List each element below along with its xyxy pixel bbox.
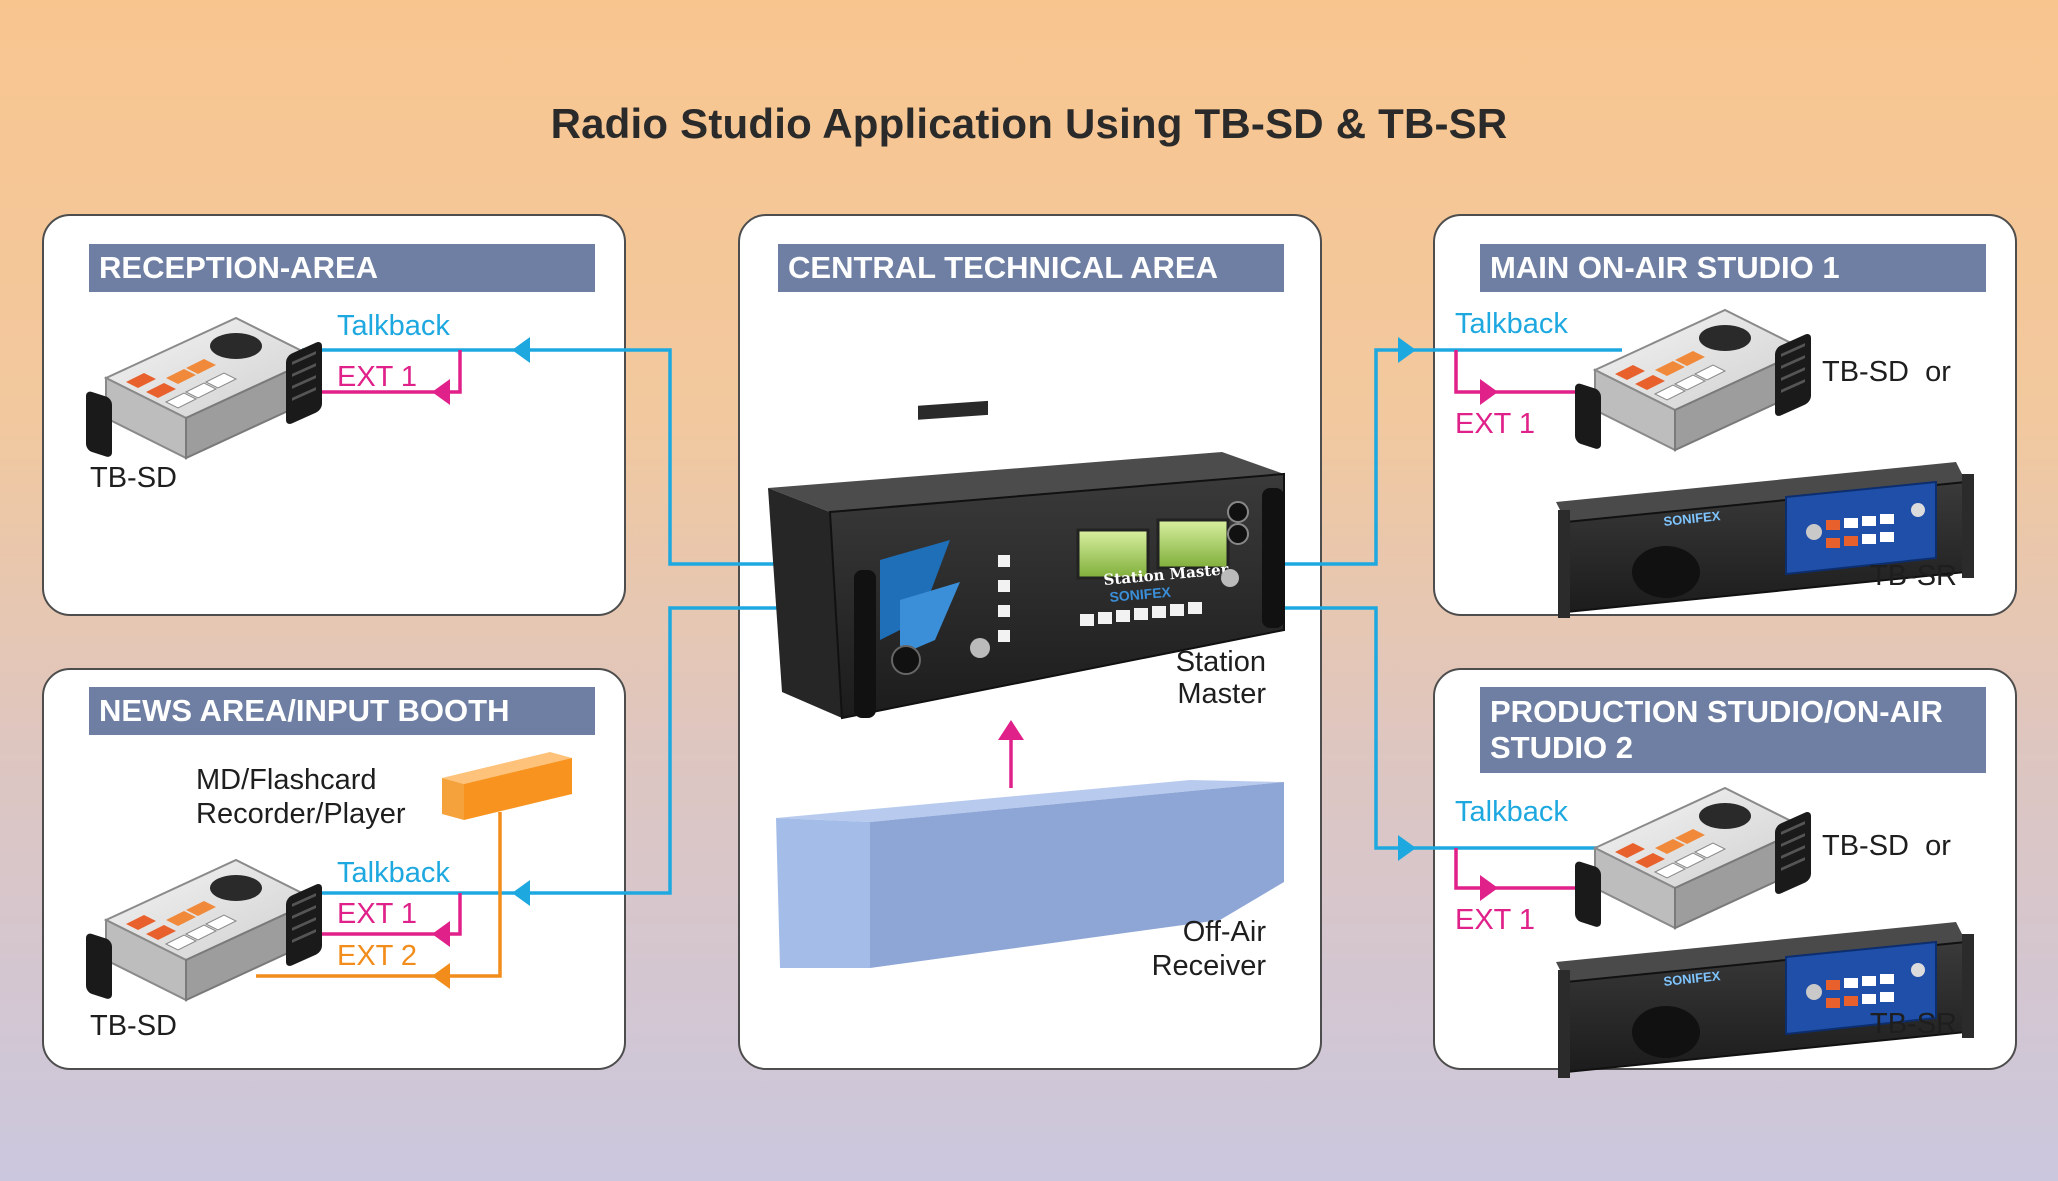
studio2-tbsd-device (1573, 786, 1813, 930)
studio1-tbsr-label: TB-SR (1870, 560, 1957, 592)
studio2-tbsr-brand: SONIFEX (1663, 968, 1722, 989)
studio1-tbsd-device (1573, 308, 1813, 452)
news-ext2-label: EXT 2 (337, 940, 418, 972)
studio2-tbsr-label: TB-SR (1870, 1008, 1957, 1040)
news-talkback-label: Talkback (337, 857, 450, 889)
station-master-label-line2: Master (1177, 678, 1266, 710)
studio1-talkback-label: Talkback (1455, 308, 1568, 340)
station-master-label-line1: Station (1175, 646, 1266, 678)
receiver-label-line2: Receiver (1151, 950, 1266, 982)
reception-talkback-label: Talkback (337, 310, 450, 342)
page-title: Radio Studio Application Using TB-SD & T… (550, 100, 1508, 147)
arrow-reception-ext1 (432, 379, 450, 405)
reception-panel: RECEPTION-AREA (42, 214, 626, 616)
recorder-box (442, 752, 572, 820)
receiver-label-line1: Off-Air (1182, 916, 1266, 948)
news-device-label: TB-SD (90, 1010, 177, 1042)
studio2-header-line2: STUDIO 2 (1490, 730, 1633, 765)
wire-news-talkback (302, 606, 780, 895)
news-tbsd-device (84, 858, 324, 1002)
reception-header: RECEPTION-AREA (89, 244, 595, 292)
talkback-arrows (512, 337, 1416, 906)
arrow-studio2-ext1 (1480, 875, 1498, 901)
wire-studio1-talkback (1276, 348, 1622, 566)
studio1-tbsd-label: TB-SD or (1822, 356, 1951, 388)
reception-tbsd-device (84, 316, 324, 460)
arrow-news-talkback (512, 880, 530, 906)
central-header: CENTRAL TECHNICAL AREA (778, 244, 1284, 292)
wire-studio2-ext1 (1454, 848, 1634, 890)
news-ext1-label: EXT 1 (337, 898, 418, 930)
arrow-studio1-talkback (1398, 337, 1416, 363)
studio2-talkback-label: Talkback (1455, 796, 1568, 828)
studio2-tbsd-label: TB-SD or (1822, 830, 1951, 862)
studio1-ext1-label: EXT 1 (1455, 408, 1536, 440)
news-header: NEWS AREA/INPUT BOOTH (89, 687, 595, 735)
wire-reception-talkback (302, 348, 780, 566)
news-recorder-label-line2: Recorder/Player (196, 798, 406, 830)
wire-news-ext1 (302, 893, 462, 936)
arrow-news-ext2 (432, 963, 450, 989)
news-recorder-label-line1: MD/Flashcard (196, 764, 377, 796)
studio2-header: PRODUCTION STUDIO/ON-AIR STUDIO 2 (1480, 687, 1986, 773)
arrow-receiver-to-master (998, 720, 1024, 740)
off-air-receiver-box (776, 780, 1284, 968)
station-master-rack: Station Master SONIFEX (768, 400, 1285, 720)
studio2-header-line1: PRODUCTION STUDIO/ON-AIR (1490, 694, 1943, 729)
arrow-reception-talkback (512, 337, 530, 363)
studio1-header: MAIN ON-AIR STUDIO 1 (1480, 244, 1986, 292)
reception-device-label: TB-SD (90, 462, 177, 494)
arrow-studio1-ext1 (1480, 379, 1498, 405)
ext-arrows (432, 379, 1498, 989)
rack-brand-sub: SONIFEX (1109, 584, 1172, 605)
wire-reception-ext1 (302, 350, 462, 394)
news-panel: NEWS AREA/INPUT BOOTH (42, 668, 626, 1070)
studio1-tbsr-brand: SONIFEX (1663, 508, 1722, 529)
ext-wires (256, 350, 1634, 978)
arrow-news-ext1 (432, 921, 450, 947)
wire-studio2-talkback (1276, 606, 1622, 850)
studio2-tbsr-device (1555, 921, 1975, 1079)
studio1-tbsr-device (1555, 461, 1975, 619)
wire-news-ext2 (256, 812, 502, 978)
studio2-ext1-label: EXT 1 (1455, 904, 1536, 936)
talkback-wires (302, 348, 1622, 895)
wire-studio1-ext1 (1454, 350, 1580, 394)
reception-ext1-label: EXT 1 (337, 361, 418, 393)
arrow-studio2-talkback (1398, 835, 1416, 861)
